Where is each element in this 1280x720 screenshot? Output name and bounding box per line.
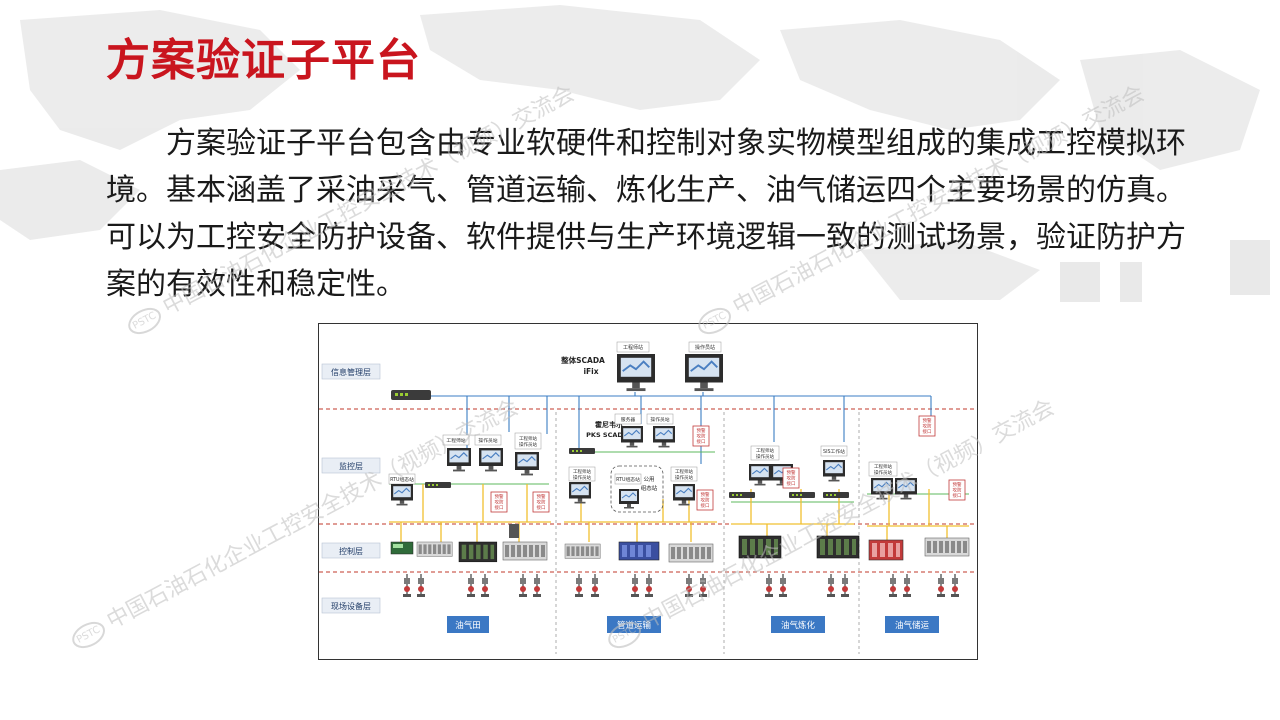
refine-sis-label: SIS工作站 — [823, 448, 845, 455]
oilfield-operator-label: 操作员站 — [478, 437, 497, 444]
refine-sis-monitor-icon — [822, 459, 846, 483]
refine-eng-label: 工程师站 — [756, 447, 774, 454]
storage-plc-rack-1 — [868, 539, 904, 561]
oilfield-engineer-monitor-icon — [446, 447, 472, 472]
oilfield-rtu-label: RTU组态站 — [390, 476, 414, 483]
page-title: 方案验证子平台 — [106, 35, 421, 86]
pipeline-server-monitor-icon — [620, 425, 644, 449]
pipeline-eng3-label: 工程师站 — [675, 468, 693, 475]
field-valves — [402, 573, 960, 598]
oilfield-op2-label: 操作员站 — [519, 441, 537, 448]
refine-switch-1 — [729, 492, 755, 498]
refine-monitor-1-icon — [748, 463, 772, 487]
pipeline-alarm-top — [692, 425, 710, 447]
storage-monitor-1-icon — [870, 477, 894, 501]
oilfield-rtu-device — [390, 541, 414, 555]
honeywell-label-1: 霍尼韦尔 — [595, 420, 623, 429]
public-station-label-1: 公用 — [643, 476, 654, 483]
section-label-storage: 油气储运 — [895, 620, 930, 631]
pipeline-plc-rack-3 — [668, 543, 714, 563]
pipeline-eng-label: 工程师站 — [573, 468, 591, 475]
pipeline-server-label: 服务器 — [621, 416, 636, 423]
oilfield-alarm-1 — [490, 491, 508, 513]
oilfield-plc-rack-2 — [458, 541, 498, 563]
refine-dcs-rack-2 — [816, 535, 860, 559]
storage-op-label: 操作员站 — [874, 469, 892, 476]
oilfield-engineer-label: 工程师站 — [446, 437, 465, 444]
pipeline-plc-rack-2 — [618, 541, 660, 561]
storage-monitor-2-icon — [894, 477, 918, 501]
storage-alarm-bottom — [948, 479, 966, 501]
core-switch-icon — [391, 390, 431, 400]
layer-label-monitor: 监控层 — [339, 461, 363, 471]
oilfield-operator-monitor-icon — [478, 447, 504, 472]
pipeline-rtu-monitor-icon — [618, 488, 640, 509]
operator-workstation-icon — [684, 353, 724, 392]
storage-plc-rack-2 — [924, 537, 970, 557]
section-label-pipeline: 管道运输 — [617, 620, 652, 631]
scada-label-2: iFix — [583, 367, 598, 376]
oilfield-rtu-monitor-icon — [390, 483, 414, 507]
layer-label-field: 现场设备层 — [331, 601, 371, 611]
pipeline-alarm-bottom — [696, 489, 714, 511]
storage-eng-label: 工程师站 — [874, 463, 892, 470]
pipeline-op-monitor-icon — [672, 483, 696, 507]
scada-workstation-icon — [616, 353, 656, 392]
refine-dcs-rack-1 — [738, 535, 782, 559]
layer-label-info: 信息管理层 — [331, 367, 371, 377]
honeywell-label-2: PKS SCADA — [586, 431, 628, 439]
pipeline-rtu-label: RTU组态站 — [616, 476, 640, 483]
pipeline-switch-icon — [569, 448, 595, 454]
layer-labels: 信息管理层 监控层 控制层 现场设备层 — [321, 363, 381, 614]
oilfield-switch-icon — [425, 482, 451, 488]
top-operator-label: 操作员站 — [695, 344, 715, 351]
pipeline-eng-monitor-icon — [568, 481, 592, 505]
refine-alarm-1 — [782, 467, 800, 489]
pipeline-op-label: 操作员站 — [573, 474, 591, 481]
refine-switch-2 — [789, 492, 815, 498]
section-label-oilfield: 油气田 — [455, 620, 481, 631]
oilfield-plc-top — [509, 524, 519, 538]
storage-alarm-top — [918, 415, 936, 437]
oilfield-eng2-label: 工程师站 — [519, 435, 537, 442]
scada-label-1: 整体SCADA — [561, 355, 605, 365]
oilfield-station-monitor-icon — [514, 451, 540, 476]
oilfield-alarm-2 — [532, 491, 550, 513]
section-label-refining: 油气炼化 — [781, 620, 816, 631]
pipeline-operator-label: 操作员站 — [650, 416, 669, 423]
pipeline-plc-rack-1 — [564, 543, 601, 559]
description-paragraph: 方案验证子平台包含由专业软硬件和控制对象实物模型组成的集成工控模拟环境。基本涵盖… — [106, 126, 1186, 302]
oilfield-plc-rack-1 — [416, 541, 453, 557]
top-engineer-label: 工程师站 — [623, 344, 643, 351]
pipeline-op3-label: 操作员站 — [675, 474, 693, 481]
refine-switch-3 — [823, 492, 849, 498]
architecture-diagram: 预警 攻防 接口 信息管理层 监控层 控制层 现场设备层 整体SCADA iFi… — [318, 323, 978, 660]
oilfield-plc-rack-3 — [502, 541, 548, 561]
layer-label-control: 控制层 — [339, 546, 363, 556]
pipeline-operator-monitor-icon — [652, 425, 676, 449]
public-station-label-2: 组态站 — [641, 484, 658, 492]
refine-op-label: 操作员站 — [756, 453, 774, 460]
watermark-logo-icon: PSTC — [67, 616, 110, 653]
